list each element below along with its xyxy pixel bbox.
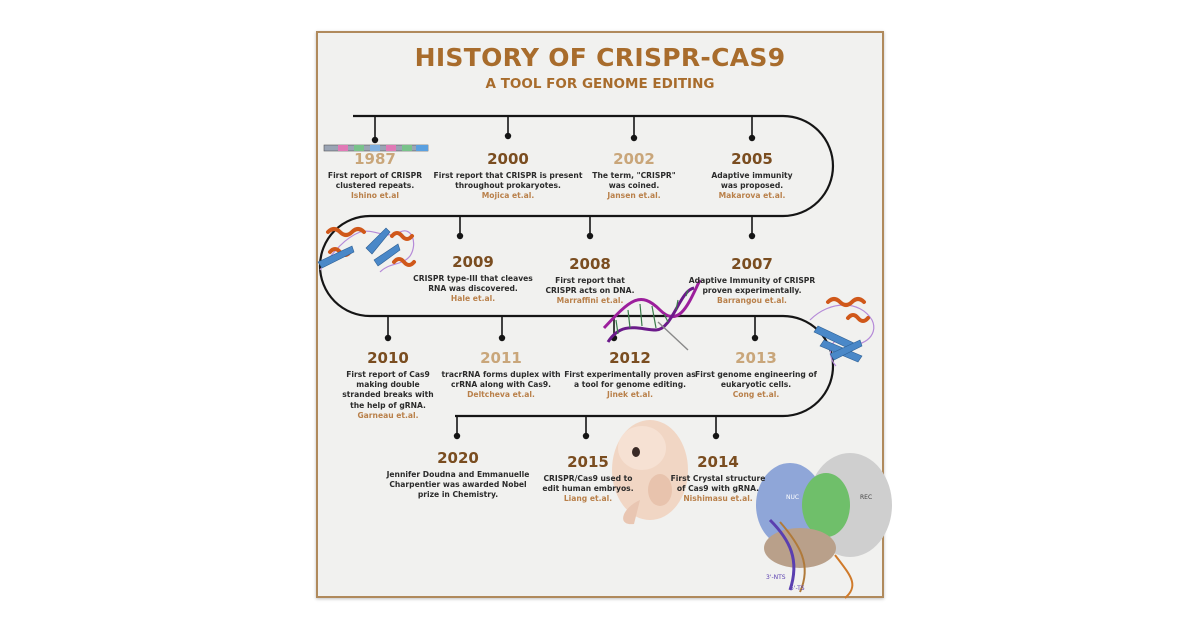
event-year: 2009 bbox=[452, 253, 494, 271]
event-year: 2011 bbox=[480, 349, 522, 367]
event-description: tracrRNA forms duplex with crRNA along w… bbox=[441, 370, 561, 390]
event-description: First genome engineering of eukaryotic c… bbox=[695, 370, 817, 390]
event-reference: Makarova et.al. bbox=[718, 191, 786, 201]
event-description: Adaptive immunity was proposed. bbox=[711, 171, 793, 191]
event-reference: Nishimasu et.al. bbox=[683, 494, 753, 504]
event-2010: 2010 First report of Cas9 making double … bbox=[338, 351, 438, 421]
event-year: 2013 bbox=[735, 349, 777, 367]
event-description: First report of CRISPR clustered repeats… bbox=[327, 171, 423, 191]
event-description: CRISPR type-III that cleaves RNA was dis… bbox=[413, 274, 533, 294]
event-description: Jennifer Doudna and Emmanuelle Charpenti… bbox=[386, 470, 530, 500]
event-2009: 2009 CRISPR type-III that cleaves RNA wa… bbox=[408, 255, 538, 304]
repeat-array-illustration bbox=[323, 144, 429, 152]
nuc-label: NUC bbox=[786, 494, 800, 501]
event-year: 2010 bbox=[367, 349, 409, 367]
event-reference: Mojica et.al. bbox=[481, 191, 535, 201]
poster-subtitle: A TOOL FOR GENOME EDITING bbox=[485, 76, 715, 92]
event-reference: Jinek et.al. bbox=[607, 390, 653, 400]
timeline-dots bbox=[371, 132, 759, 440]
event-year: 2005 bbox=[731, 150, 773, 168]
event-reference: Jansen et.al. bbox=[607, 191, 661, 201]
event-2007: 2007 Adaptive Immunity of CRISPR proven … bbox=[688, 257, 816, 306]
event-description: CRISPR/Cas9 used to edit human embryos. bbox=[542, 474, 634, 494]
event-reference: Deltcheva et.al. bbox=[467, 390, 535, 400]
event-year: 2008 bbox=[569, 255, 611, 273]
nts-label: 3'-NTS bbox=[766, 574, 786, 581]
event-1987: 1987 First report of CRISPR clustered re… bbox=[320, 152, 430, 201]
event-year: 1987 bbox=[354, 150, 396, 168]
event-reference: Ishino et.al bbox=[350, 191, 399, 201]
event-reference: Liang et.al. bbox=[563, 494, 613, 504]
event-reference: Barrangou et.al. bbox=[717, 296, 787, 306]
event-2005: 2005 Adaptive immunity was proposed. Mak… bbox=[702, 152, 802, 201]
ts-label: 5'-TS bbox=[790, 585, 805, 592]
event-description: The term, "CRISPR" was coined. bbox=[592, 171, 676, 191]
event-description: First report that CRISPR acts on DNA. bbox=[545, 276, 635, 296]
event-reference: Hale et.al. bbox=[450, 294, 496, 304]
event-description: First report of Cas9 making double stran… bbox=[342, 370, 434, 410]
poster-title: HISTORY OF CRISPR-CAS9 bbox=[414, 43, 786, 72]
event-year: 2015 bbox=[567, 453, 609, 471]
event-2011: 2011 tracrRNA forms duplex with crRNA al… bbox=[436, 351, 566, 400]
event-year: 2020 bbox=[437, 449, 479, 467]
rec-label: REC bbox=[860, 494, 873, 501]
event-reference: Marraffini et.al. bbox=[556, 296, 624, 306]
event-2014: 2014 First Crystal structure of Cas9 wit… bbox=[670, 455, 766, 504]
protein-structure-right bbox=[809, 297, 875, 367]
event-description: First Crystal structure of Cas9 with gRN… bbox=[670, 474, 766, 494]
event-reference: Garneau et.al. bbox=[357, 410, 419, 420]
event-description: Adaptive Immunity of CRISPR proven exper… bbox=[688, 276, 816, 296]
event-2015: 2015 CRISPR/Cas9 used to edit human embr… bbox=[536, 455, 640, 504]
cas9-crystal-structure bbox=[756, 453, 892, 599]
protein-structure-left bbox=[317, 227, 416, 273]
human-embryo-illustration bbox=[612, 420, 688, 525]
dna-helix-illustration bbox=[602, 279, 702, 351]
event-year: 2002 bbox=[613, 150, 655, 168]
timeline-ticks bbox=[374, 116, 756, 434]
event-2002: 2002 The term, "CRISPR" was coined. Jans… bbox=[584, 152, 684, 201]
event-2020: 2020 Jennifer Doudna and Emmanuelle Char… bbox=[378, 451, 538, 501]
event-year: 2000 bbox=[487, 150, 529, 168]
event-reference: Cong et.al. bbox=[732, 390, 780, 400]
event-description: First report that CRISPR is present thro… bbox=[433, 171, 583, 191]
event-year: 2014 bbox=[697, 453, 739, 471]
event-2000: 2000 First report that CRISPR is present… bbox=[428, 152, 588, 201]
timeline-path bbox=[318, 114, 835, 418]
event-2008: 2008 First report that CRISPR acts on DN… bbox=[540, 257, 640, 306]
event-2012: 2012 First experimentally proven as a to… bbox=[562, 351, 698, 400]
event-year: 2012 bbox=[609, 349, 651, 367]
event-year: 2007 bbox=[731, 255, 773, 273]
event-description: First experimentally proven as a tool fo… bbox=[564, 370, 696, 390]
event-2013: 2013 First genome engineering of eukaryo… bbox=[692, 351, 820, 400]
